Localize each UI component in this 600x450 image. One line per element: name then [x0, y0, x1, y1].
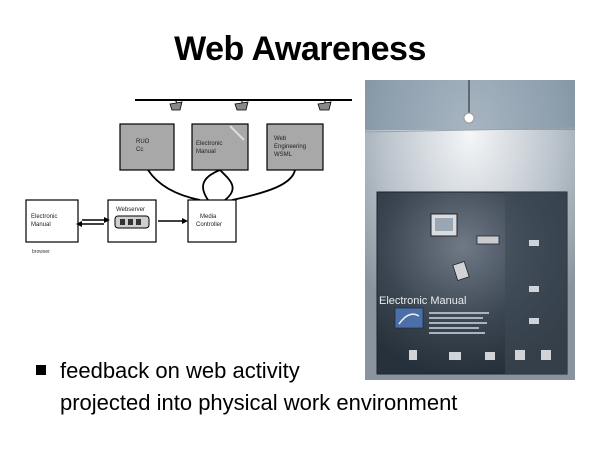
panel-title: Electronic Manual	[379, 295, 466, 307]
connector-curve	[202, 169, 221, 201]
box-web-engineering-line2: Engineering	[274, 144, 306, 150]
box-media-controller-line1: Media	[200, 214, 217, 220]
bidirectional-arrow	[76, 217, 110, 227]
box-electronic-manual-top	[191, 123, 249, 171]
connector-curve	[147, 169, 201, 201]
box-electronic-manual-left-line1: Electronic	[31, 214, 57, 220]
panel-logo	[394, 307, 424, 329]
box-ruo-line2: Cc	[136, 147, 143, 153]
bullet-line-1: feedback on web activity	[60, 358, 300, 383]
installation-photo: Electronic Manual	[365, 80, 575, 380]
box-electronic-manual-left-line2: Manual	[31, 222, 51, 228]
box-media-controller-line2: Controller	[196, 222, 222, 228]
box-media-controller	[187, 199, 237, 243]
server-icon	[114, 215, 150, 229]
projector-icon	[234, 100, 249, 111]
connector-curve	[231, 169, 296, 201]
box-web-engineering-line3: WSML	[274, 152, 293, 158]
box-web-engineering-line1: Web	[274, 136, 287, 142]
box-webserver-label: Webserver	[116, 207, 145, 213]
browser-label: browser	[32, 249, 50, 255]
bullet-marker	[36, 365, 46, 375]
slide-title: Web Awareness	[174, 30, 426, 68]
box-ruo-line1: RUO	[136, 139, 150, 145]
projector-icon	[169, 99, 183, 111]
box-web-engineering	[266, 123, 324, 171]
bullet-line-2: projected into physical work environment	[60, 390, 458, 415]
box-electronic-manual-top-line2: Manual	[196, 149, 216, 155]
arrow-right	[158, 218, 188, 224]
connector-curve	[219, 169, 234, 201]
box-electronic-manual-top-line1: Electronic	[196, 141, 222, 147]
projector-icon	[317, 100, 332, 111]
box-electronic-manual-left	[25, 199, 79, 243]
box-ruo	[119, 123, 175, 171]
architecture-diagram: RUO Cc Electronic Manual Web Engineering…	[25, 99, 352, 255]
lamp-icon	[463, 112, 475, 124]
